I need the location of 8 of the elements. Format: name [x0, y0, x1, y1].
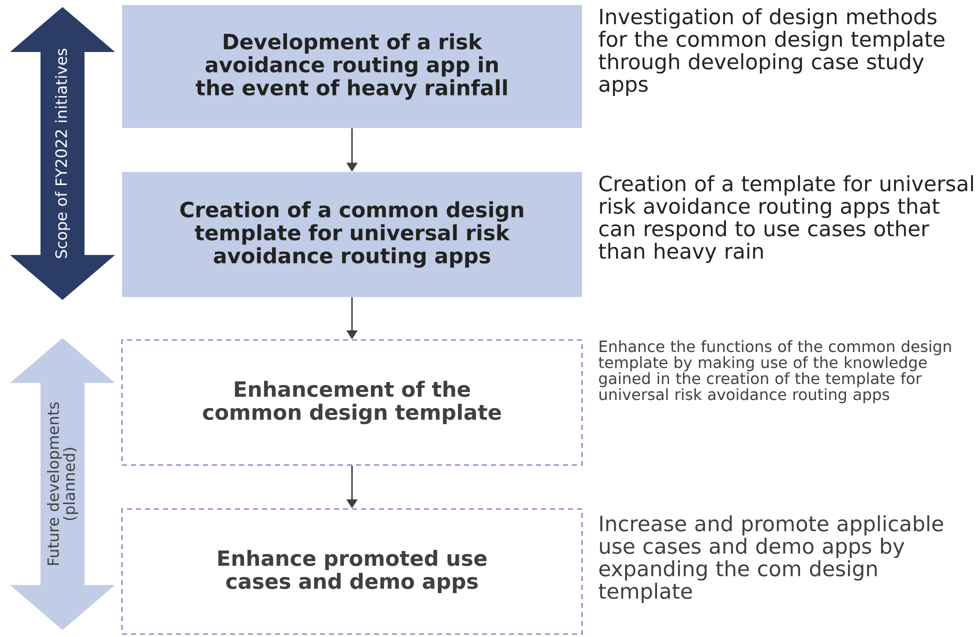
description-text: Enhance the functions of the common design template by making use of the knowledge gained in the creation of the template for universal risk avoidance routing apps: [598, 340, 951, 404]
description-text: Investigation of design methods for the common design template through developing case study apps: [598, 8, 944, 96]
process-box: Enhance promoted use cases and demo apps: [121, 508, 583, 635]
process-box: Creation of a common design template for universal risk avoidance routing apps: [122, 172, 582, 297]
process-box: Enhancement of the common design template: [121, 339, 583, 466]
process-box: Development of a risk avoidance routing app in the event of heavy rainfall: [122, 5, 582, 128]
description-text: Creation of a template for universal risk avoidance routing apps that can respond to use cases other than heavy rain: [598, 175, 973, 264]
description-text: Increase and promote applicable use cases and demo apps by expanding the com design template: [598, 515, 943, 604]
